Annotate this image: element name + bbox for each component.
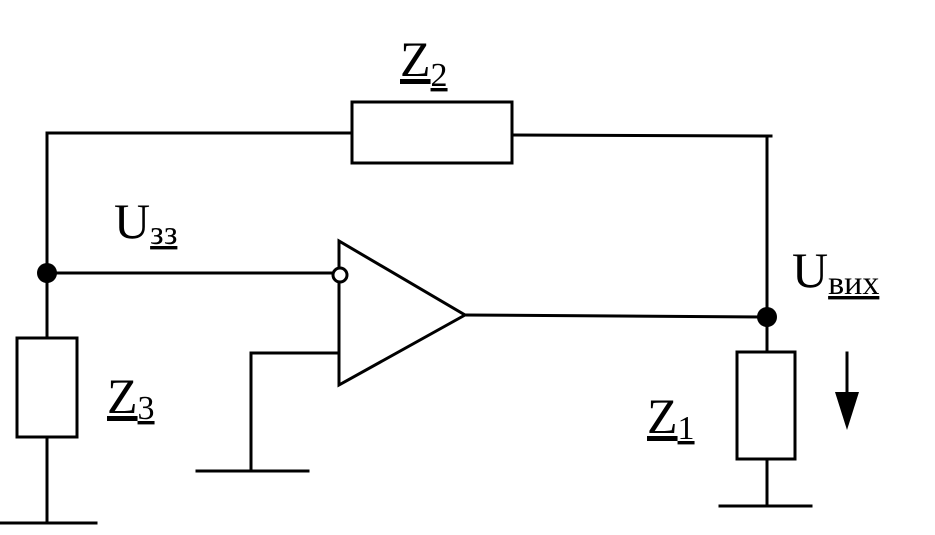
resistor-z3 xyxy=(15,336,79,439)
feedback-wire-right xyxy=(510,133,773,138)
feedback-wire xyxy=(45,131,354,275)
junction-dot-left xyxy=(37,263,57,283)
junction-dot-output xyxy=(757,307,777,327)
resistor-z1 xyxy=(735,350,797,461)
label-u-zz: Uзз xyxy=(114,193,177,252)
label-u-out: Uвих xyxy=(792,242,879,302)
noninverting-input-wire xyxy=(249,351,341,473)
label-z3: Z3 xyxy=(107,368,155,427)
label-z2: Z2 xyxy=(400,31,448,94)
resistor-z2 xyxy=(350,100,514,165)
label-z1: Z1 xyxy=(647,388,695,447)
op-amp-triangle xyxy=(337,238,469,388)
inverting-input-bubble xyxy=(331,266,349,284)
output-wire xyxy=(463,313,769,319)
voltage-arrow-head xyxy=(835,392,859,430)
